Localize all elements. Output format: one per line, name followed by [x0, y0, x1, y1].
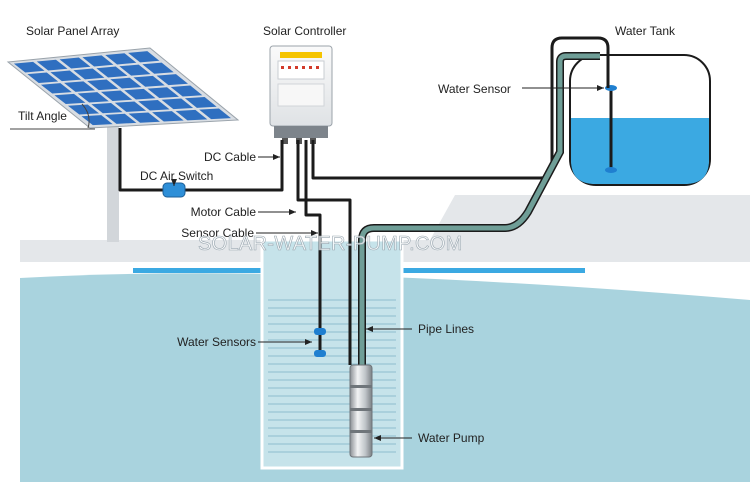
solar-cell [91, 102, 123, 114]
solar-cell [59, 57, 91, 69]
solar-cell [64, 81, 96, 92]
leader-lines [171, 85, 604, 441]
well-sensor-lower [314, 350, 326, 357]
solar-cell [114, 101, 147, 112]
solar-cell [138, 100, 170, 111]
solar-cell [152, 111, 184, 122]
watermark: SOLAR-WATER-PUMP.COM [198, 233, 463, 255]
solar-cell [156, 74, 188, 86]
label-pipe-lines: Pipe Lines [418, 322, 474, 336]
solar-cell [133, 75, 165, 87]
solar-cell [184, 97, 217, 108]
tilt-angle-arc [81, 103, 90, 129]
solar-cell [36, 59, 68, 71]
solar-cell [110, 77, 142, 89]
solar-cell [199, 108, 231, 120]
water-pump [349, 364, 373, 458]
solar-cell [27, 72, 59, 84]
solar-cell [128, 51, 160, 63]
solar-cell [54, 93, 86, 105]
well-shaft [260, 238, 404, 470]
label-solar-panel-array: Solar Panel Array [26, 24, 119, 38]
label-dc-air-switch: DC Air Switch [140, 169, 213, 183]
dc-cable-path [118, 128, 284, 192]
ground-platform [20, 195, 750, 262]
solar-cell [161, 98, 194, 110]
solar-cell [77, 92, 109, 103]
water-tank [569, 54, 711, 186]
label-water-sensors: Water Sensors [177, 335, 256, 349]
solar-cell [142, 62, 174, 74]
sensor-cable-path [304, 140, 322, 355]
solar-cell [119, 64, 151, 76]
label-motor-cable: Motor Cable [191, 205, 257, 219]
solar-cell [82, 55, 114, 67]
motor-cable-path [296, 140, 352, 365]
solar-cell [124, 88, 156, 100]
solar-cell [67, 104, 100, 115]
solar-cell [147, 87, 179, 98]
label-solar-controller: Solar Controller [263, 24, 346, 38]
solar-cell [50, 70, 82, 82]
solar-cell [105, 113, 137, 124]
well-water-ripples [268, 299, 396, 453]
solar-controller [269, 45, 333, 144]
well-sensor-upper [314, 328, 326, 335]
solar-cell [175, 109, 208, 121]
solar-cell [73, 68, 105, 80]
label-water-sensor: Water Sensor [438, 82, 511, 96]
solar-cell [170, 85, 203, 97]
label-water-tank: Water Tank [615, 24, 676, 38]
label-sensor-cable: Sensor Cable [181, 226, 254, 240]
solar-cell [13, 61, 45, 73]
label-tilt-angle: Tilt Angle [18, 109, 67, 123]
pipe-line-inner [359, 53, 600, 372]
label-water-pump: Water Pump [418, 431, 485, 445]
solar-cell [40, 83, 72, 94]
solar-cell [128, 112, 160, 123]
tank-sensor-lower [605, 167, 617, 173]
panel-support-post [107, 110, 119, 242]
solar-cell [100, 90, 133, 102]
solar-cell [105, 53, 137, 65]
label-dc-cable: DC Cable [204, 150, 256, 164]
solar-cell [96, 66, 128, 78]
solar-cell [87, 79, 119, 91]
